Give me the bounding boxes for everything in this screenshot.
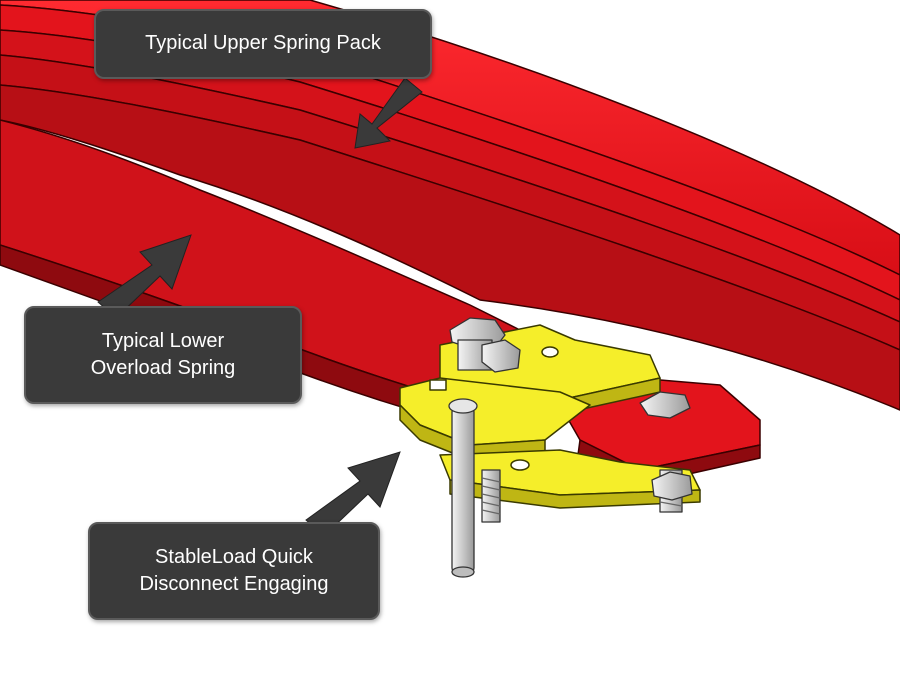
callout-lower-line2: Overload Spring bbox=[90, 357, 236, 379]
callout-upper-spring-pack: Typical Upper Spring Pack bbox=[94, 9, 432, 79]
bracket-hole-lower bbox=[510, 459, 530, 471]
callout-upper-text: Typical Upper Spring Pack bbox=[145, 32, 381, 54]
pin-head bbox=[448, 398, 478, 414]
pin-tip bbox=[451, 566, 475, 578]
bracket-slot bbox=[429, 379, 447, 391]
callout-quick-line1: StableLoad Quick bbox=[155, 546, 313, 568]
bottom-bracket-side bbox=[449, 479, 701, 509]
hardware bbox=[448, 317, 693, 578]
eye-bolt-head bbox=[639, 391, 691, 419]
callout-lower-line1: Typical Lower bbox=[101, 330, 225, 352]
callout-quick-disconnect: StableLoad Quick Disconnect Engaging bbox=[88, 522, 380, 620]
stud-threads-left bbox=[481, 477, 501, 515]
right-nut bbox=[651, 471, 693, 501]
arrow-upper-spring bbox=[354, 77, 423, 149]
callout-lower-overload-spring: Typical Lower Overload Spring bbox=[24, 306, 302, 404]
callout-quick-line2: Disconnect Engaging bbox=[139, 573, 329, 595]
upper-leaf-bottom bbox=[0, 84, 900, 411]
nut-stack bbox=[481, 339, 521, 373]
disconnect-pin bbox=[451, 407, 475, 573]
bracket-hole-upper bbox=[541, 346, 559, 358]
